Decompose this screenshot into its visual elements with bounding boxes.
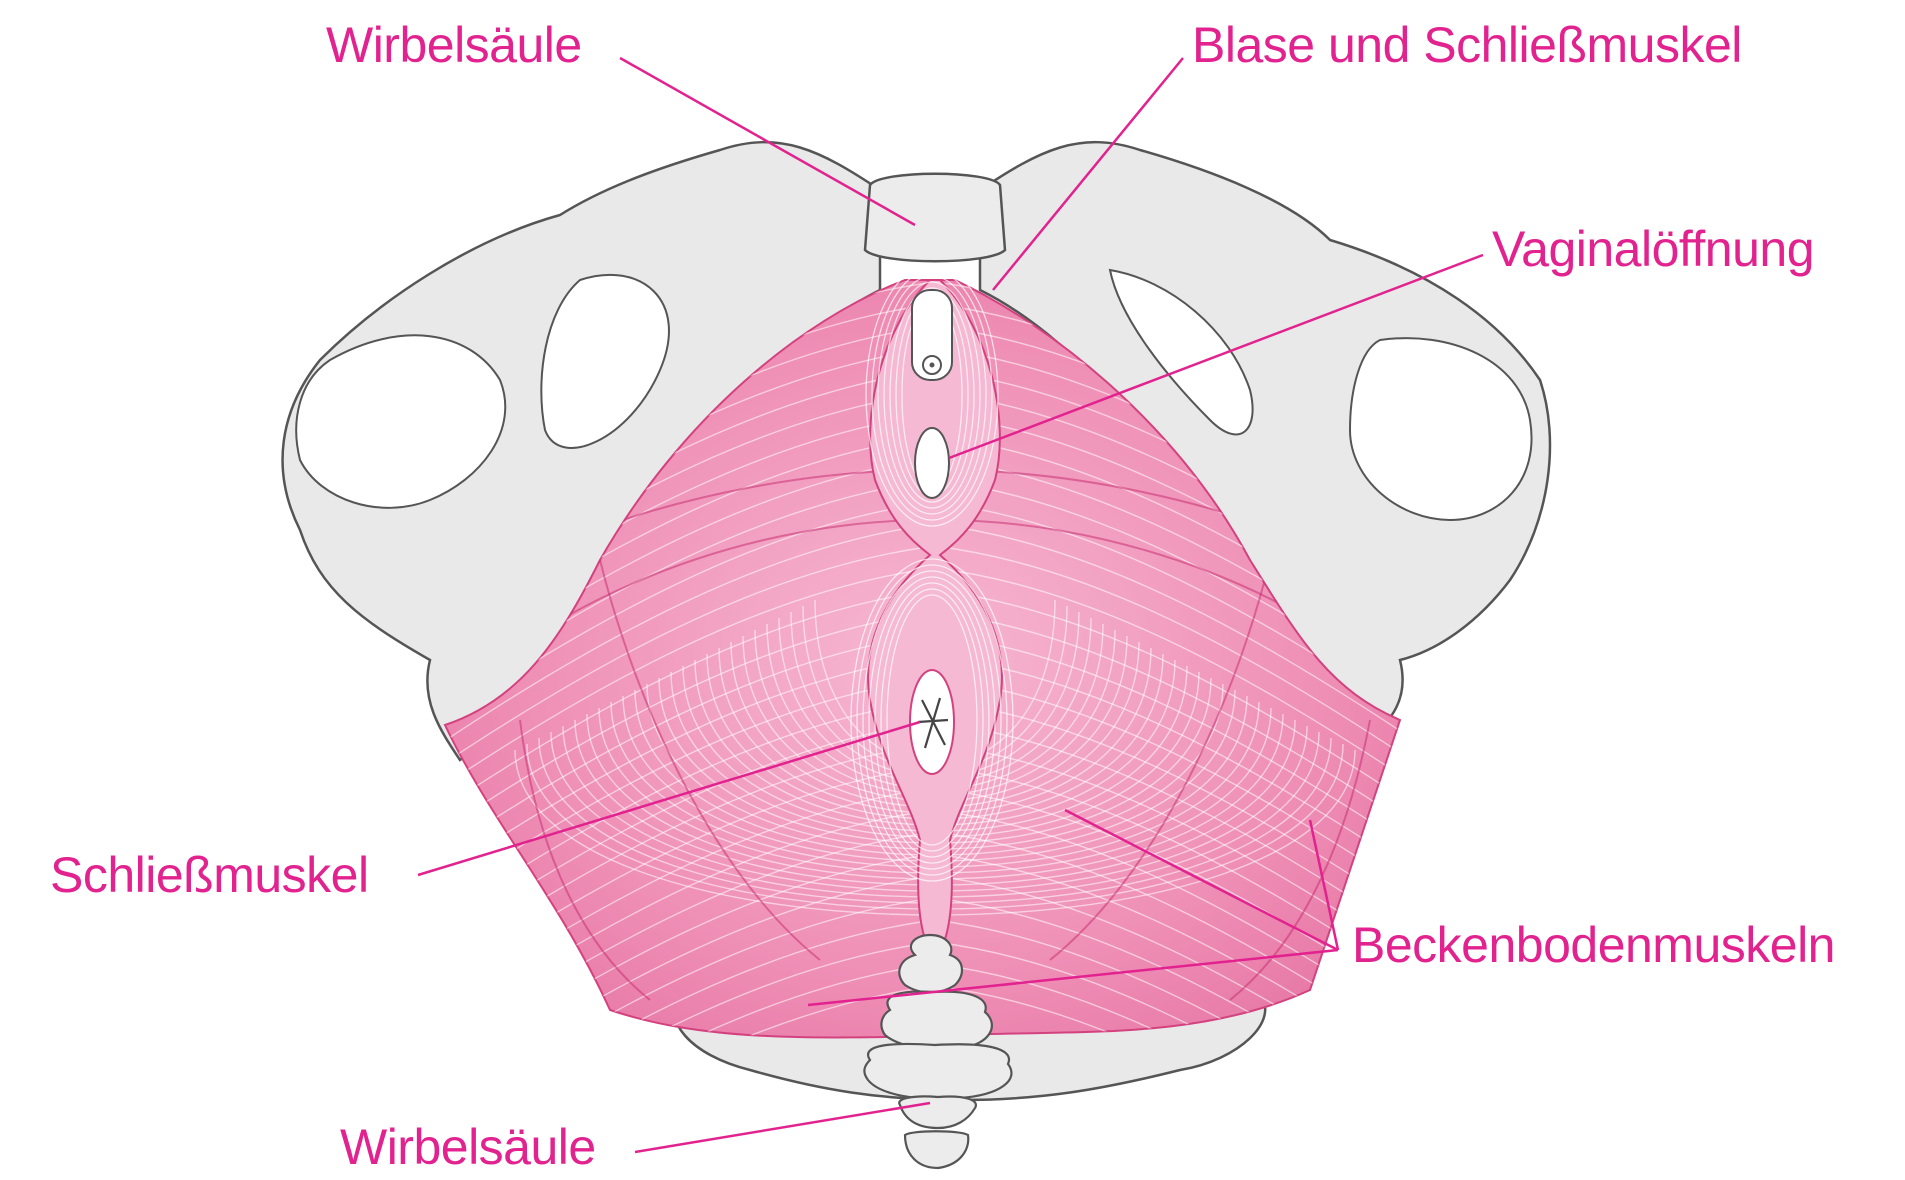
label-wirbelsaeule-top: Wirbelsäule — [326, 20, 582, 70]
label-vaginaloeffnung: Vaginalöffnung — [1492, 224, 1814, 274]
leader-wirbelsaeule-bottom — [635, 1103, 930, 1152]
label-wirbelsaeule-bottom: Wirbelsäule — [340, 1122, 596, 1172]
vaginal-opening — [915, 428, 949, 498]
label-schliessmuskel: Schließmuskel — [50, 850, 369, 900]
label-blase-und-schliessmuskel: Blase und Schließmuskel — [1192, 20, 1742, 70]
spine-top — [865, 174, 1005, 262]
label-beckenbodenmuskeln: Beckenbodenmuskeln — [1352, 920, 1835, 970]
